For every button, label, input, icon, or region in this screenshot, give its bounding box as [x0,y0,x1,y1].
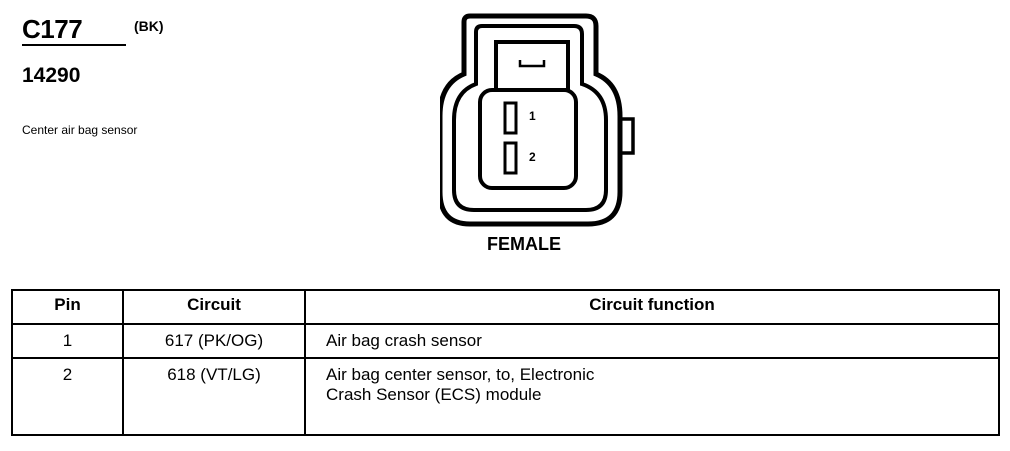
pin-1-slot [503,101,518,135]
pin-2-label: 2 [529,150,536,164]
part-number: 14290 [22,64,81,87]
header-pin: Pin [11,289,124,325]
connector-inner-housing [452,24,608,212]
pin-1-label: 1 [529,109,536,123]
pinout-table: Pin Circuit Circuit function 1 617 (PK/O… [11,289,1000,436]
table-row: 1 617 (PK/OG) Air bag crash sensor [11,323,1000,359]
cell-function: Air bag center sensor, to, Electronic Cr… [304,357,1000,436]
table-row: 2 618 (VT/LG) Air bag center sensor, to,… [11,357,1000,436]
table-header-row: Pin Circuit Circuit function [11,289,1000,325]
pin-2-slot [503,141,518,175]
connector-face-diagram [440,13,635,227]
function-line: Air bag crash sensor [326,331,482,350]
connector-description: Center air bag sensor [22,123,138,137]
terminal-cavity [478,88,578,190]
connector-id: C177 [22,14,83,44]
header-circuit: Circuit [122,289,306,325]
function-line: Air bag center sensor, to, Electronic [326,365,595,384]
cell-circuit: 617 (PK/OG) [122,323,306,359]
connector-outer-housing [440,13,623,227]
cell-pin: 2 [11,357,124,436]
function-line: Crash Sensor (ECS) module [326,385,542,404]
connector-side-key [618,117,635,155]
connector-gender: FEMALE [487,234,561,254]
connector-color: (BK) [134,18,164,34]
header-circuit-function: Circuit function [304,289,1000,325]
cell-function: Air bag crash sensor [304,323,1000,359]
cell-pin: 1 [11,323,124,359]
cell-circuit: 618 (VT/LG) [122,357,306,436]
connector-id-underline [22,44,126,46]
latch-notch [518,60,546,68]
